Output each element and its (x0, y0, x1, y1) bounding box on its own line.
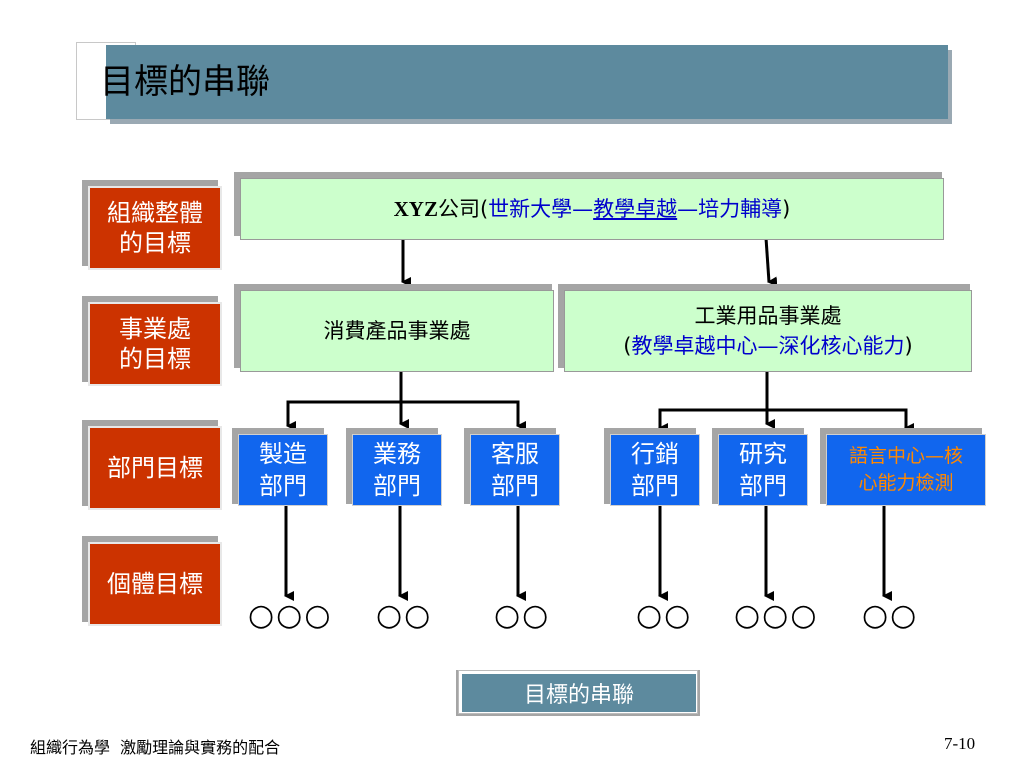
company-part1: 世新大學 (488, 197, 573, 221)
bracket-consumer (286, 400, 520, 424)
footer-page-number: 7-10 (944, 734, 976, 753)
dept-marketing-line1: 行銷 (631, 440, 679, 468)
level-division-line1: 事業處 (119, 315, 191, 343)
industrial-open: ( (623, 334, 632, 358)
dept-service-box: 客服 部門 (470, 434, 560, 506)
company-dash1: — (572, 197, 594, 221)
dept-marketing-box: 行銷 部門 (610, 434, 700, 506)
bracket-industrial (658, 408, 908, 424)
caption-text: 目標的串聯 (523, 683, 634, 708)
dept-service-line1: 客服 (491, 440, 539, 468)
title-bar (106, 45, 948, 119)
company-link[interactable]: 教學卓越 (593, 197, 678, 221)
individual-marketing: ○○ (636, 598, 693, 633)
industrial-division-line1: 工業用品事業處 (694, 304, 842, 328)
consumer-division-label: 消費產品事業處 (323, 319, 471, 343)
dept-mfg-box: 製造 部門 (238, 434, 328, 506)
caption-box: 目標的串聯 (462, 674, 696, 712)
dept-language-box: 語言中心—核 心能力檢測 (826, 434, 986, 506)
level-org-line1: 組織整體 (107, 199, 203, 227)
level-dept-box: 部門目標 (88, 426, 222, 510)
individual-research: ○○○ (734, 598, 819, 633)
arrow-company-industrial (764, 237, 778, 287)
dept-sales-box: 業務 部門 (352, 434, 442, 506)
company-close: ) (782, 197, 791, 221)
dept-sales-line1: 業務 (373, 440, 421, 468)
level-individual-label: 個體目標 (107, 570, 203, 598)
company-suffix: 公司( (437, 197, 489, 221)
company-dash2: —培力輔導 (677, 197, 783, 221)
industrial-division-line2: 教學卓越中心—深化核心能力 (631, 334, 905, 358)
company-box: XYZ公司(世新大學—教學卓越—培力輔導) (240, 178, 944, 240)
consumer-division-box: 消費產品事業處 (240, 290, 554, 372)
individual-service: ○○ (494, 598, 551, 633)
level-org-line2: 的目標 (119, 229, 191, 257)
individual-sales: ○○ (376, 598, 433, 633)
dept-marketing-line2: 部門 (631, 472, 679, 500)
dept-mfg-line2: 部門 (259, 472, 307, 500)
company-prefix: XYZ (393, 197, 438, 221)
dept-language-line1: 語言中心—核 (848, 445, 963, 467)
industrial-close: ) (904, 334, 913, 358)
page-title: 目標的串聯 (100, 62, 270, 102)
industrial-division-box: 工業用品事業處 (教學卓越中心—深化核心能力) (564, 290, 972, 372)
dept-research-line1: 研究 (739, 440, 787, 468)
dept-sales-line2: 部門 (373, 472, 421, 500)
level-individual-box: 個體目標 (88, 542, 222, 626)
dept-language-line2: 心能力檢測 (858, 472, 954, 494)
footer-course-title: 組織行為學 激勵理論與實務的配合 (30, 738, 281, 757)
dept-research-line2: 部門 (739, 472, 787, 500)
level-org-box: 組織整體 的目標 (88, 186, 222, 270)
dept-research-box: 研究 部門 (718, 434, 808, 506)
individual-mfg: ○○○ (248, 598, 333, 633)
dept-mfg-line1: 製造 (259, 440, 307, 468)
level-division-line2: 的目標 (119, 345, 191, 373)
dept-service-line2: 部門 (491, 472, 539, 500)
level-division-box: 事業處 的目標 (88, 302, 222, 386)
level-dept-label: 部門目標 (107, 454, 203, 482)
individual-language: ○○ (862, 598, 919, 633)
